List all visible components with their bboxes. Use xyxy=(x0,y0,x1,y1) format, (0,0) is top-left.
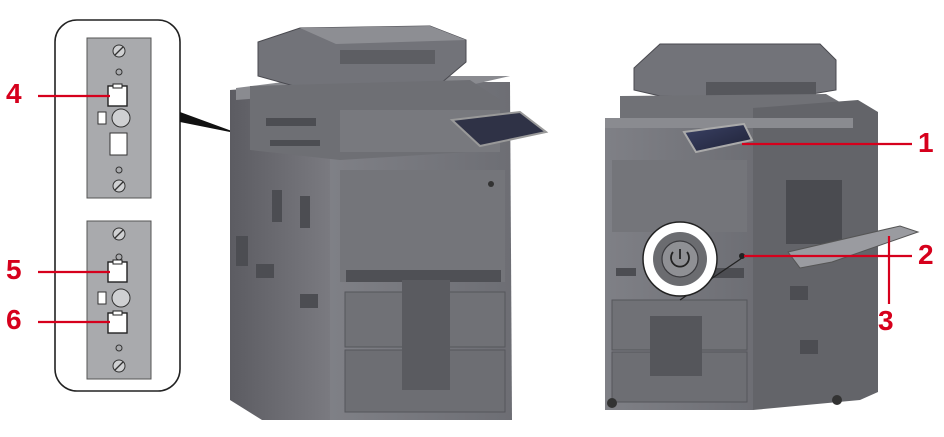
screw-icon xyxy=(112,44,126,58)
side-cover-open xyxy=(786,180,842,244)
side-slot xyxy=(272,190,282,222)
ethernet-port-icon xyxy=(107,310,128,334)
operation-panel xyxy=(682,122,754,154)
interface-inset xyxy=(38,19,181,392)
front-cover xyxy=(340,170,505,282)
port-label xyxy=(97,111,107,125)
feeder-tray xyxy=(706,82,816,96)
side-slot xyxy=(300,294,318,308)
cassette-handles xyxy=(650,316,702,376)
ethernet-port-icon xyxy=(107,83,128,107)
feeder-tray xyxy=(340,50,435,64)
callout-4: 4 xyxy=(6,78,22,109)
side-handle xyxy=(270,140,320,146)
rear-side-panel xyxy=(230,82,330,420)
screw-icon xyxy=(112,179,126,193)
ethernet-port-icon xyxy=(107,259,128,283)
side-slot xyxy=(800,340,818,354)
callout-2: 2 xyxy=(918,239,934,270)
port-label xyxy=(97,291,107,305)
screw-icon xyxy=(112,359,126,373)
vent xyxy=(712,268,744,278)
side-slot xyxy=(236,236,248,266)
side-handle xyxy=(266,118,316,126)
callout-1: 1 xyxy=(918,127,934,158)
power-icon xyxy=(653,232,707,286)
indicator-hole xyxy=(115,166,123,174)
printer-rear-view xyxy=(230,25,549,420)
indicator-hole xyxy=(115,68,123,76)
side-slot xyxy=(790,286,808,300)
option-slot xyxy=(109,132,128,156)
power-switch-small xyxy=(739,253,745,259)
vent-grill xyxy=(346,270,501,282)
side-slot xyxy=(300,196,310,228)
caster xyxy=(832,395,842,405)
top-ledge xyxy=(605,118,853,128)
callout-5: 5 xyxy=(6,254,22,285)
front-cover xyxy=(612,160,747,232)
callout-3: 3 xyxy=(878,305,894,336)
operation-panel xyxy=(449,110,549,148)
screw-icon xyxy=(112,227,126,241)
inset-pointer xyxy=(180,112,240,134)
indicator-hole xyxy=(115,344,123,352)
caster xyxy=(607,398,617,408)
power-switch-small xyxy=(488,181,494,187)
usb-connector xyxy=(111,108,131,128)
cassette-handles xyxy=(402,280,450,390)
usb-connector xyxy=(111,288,131,308)
printer-front-view xyxy=(605,43,920,410)
callout-6: 6 xyxy=(6,304,22,335)
multipurpose-tray xyxy=(787,225,920,269)
feeder-top xyxy=(300,26,466,44)
vent xyxy=(616,268,636,276)
side-slot xyxy=(256,264,274,278)
